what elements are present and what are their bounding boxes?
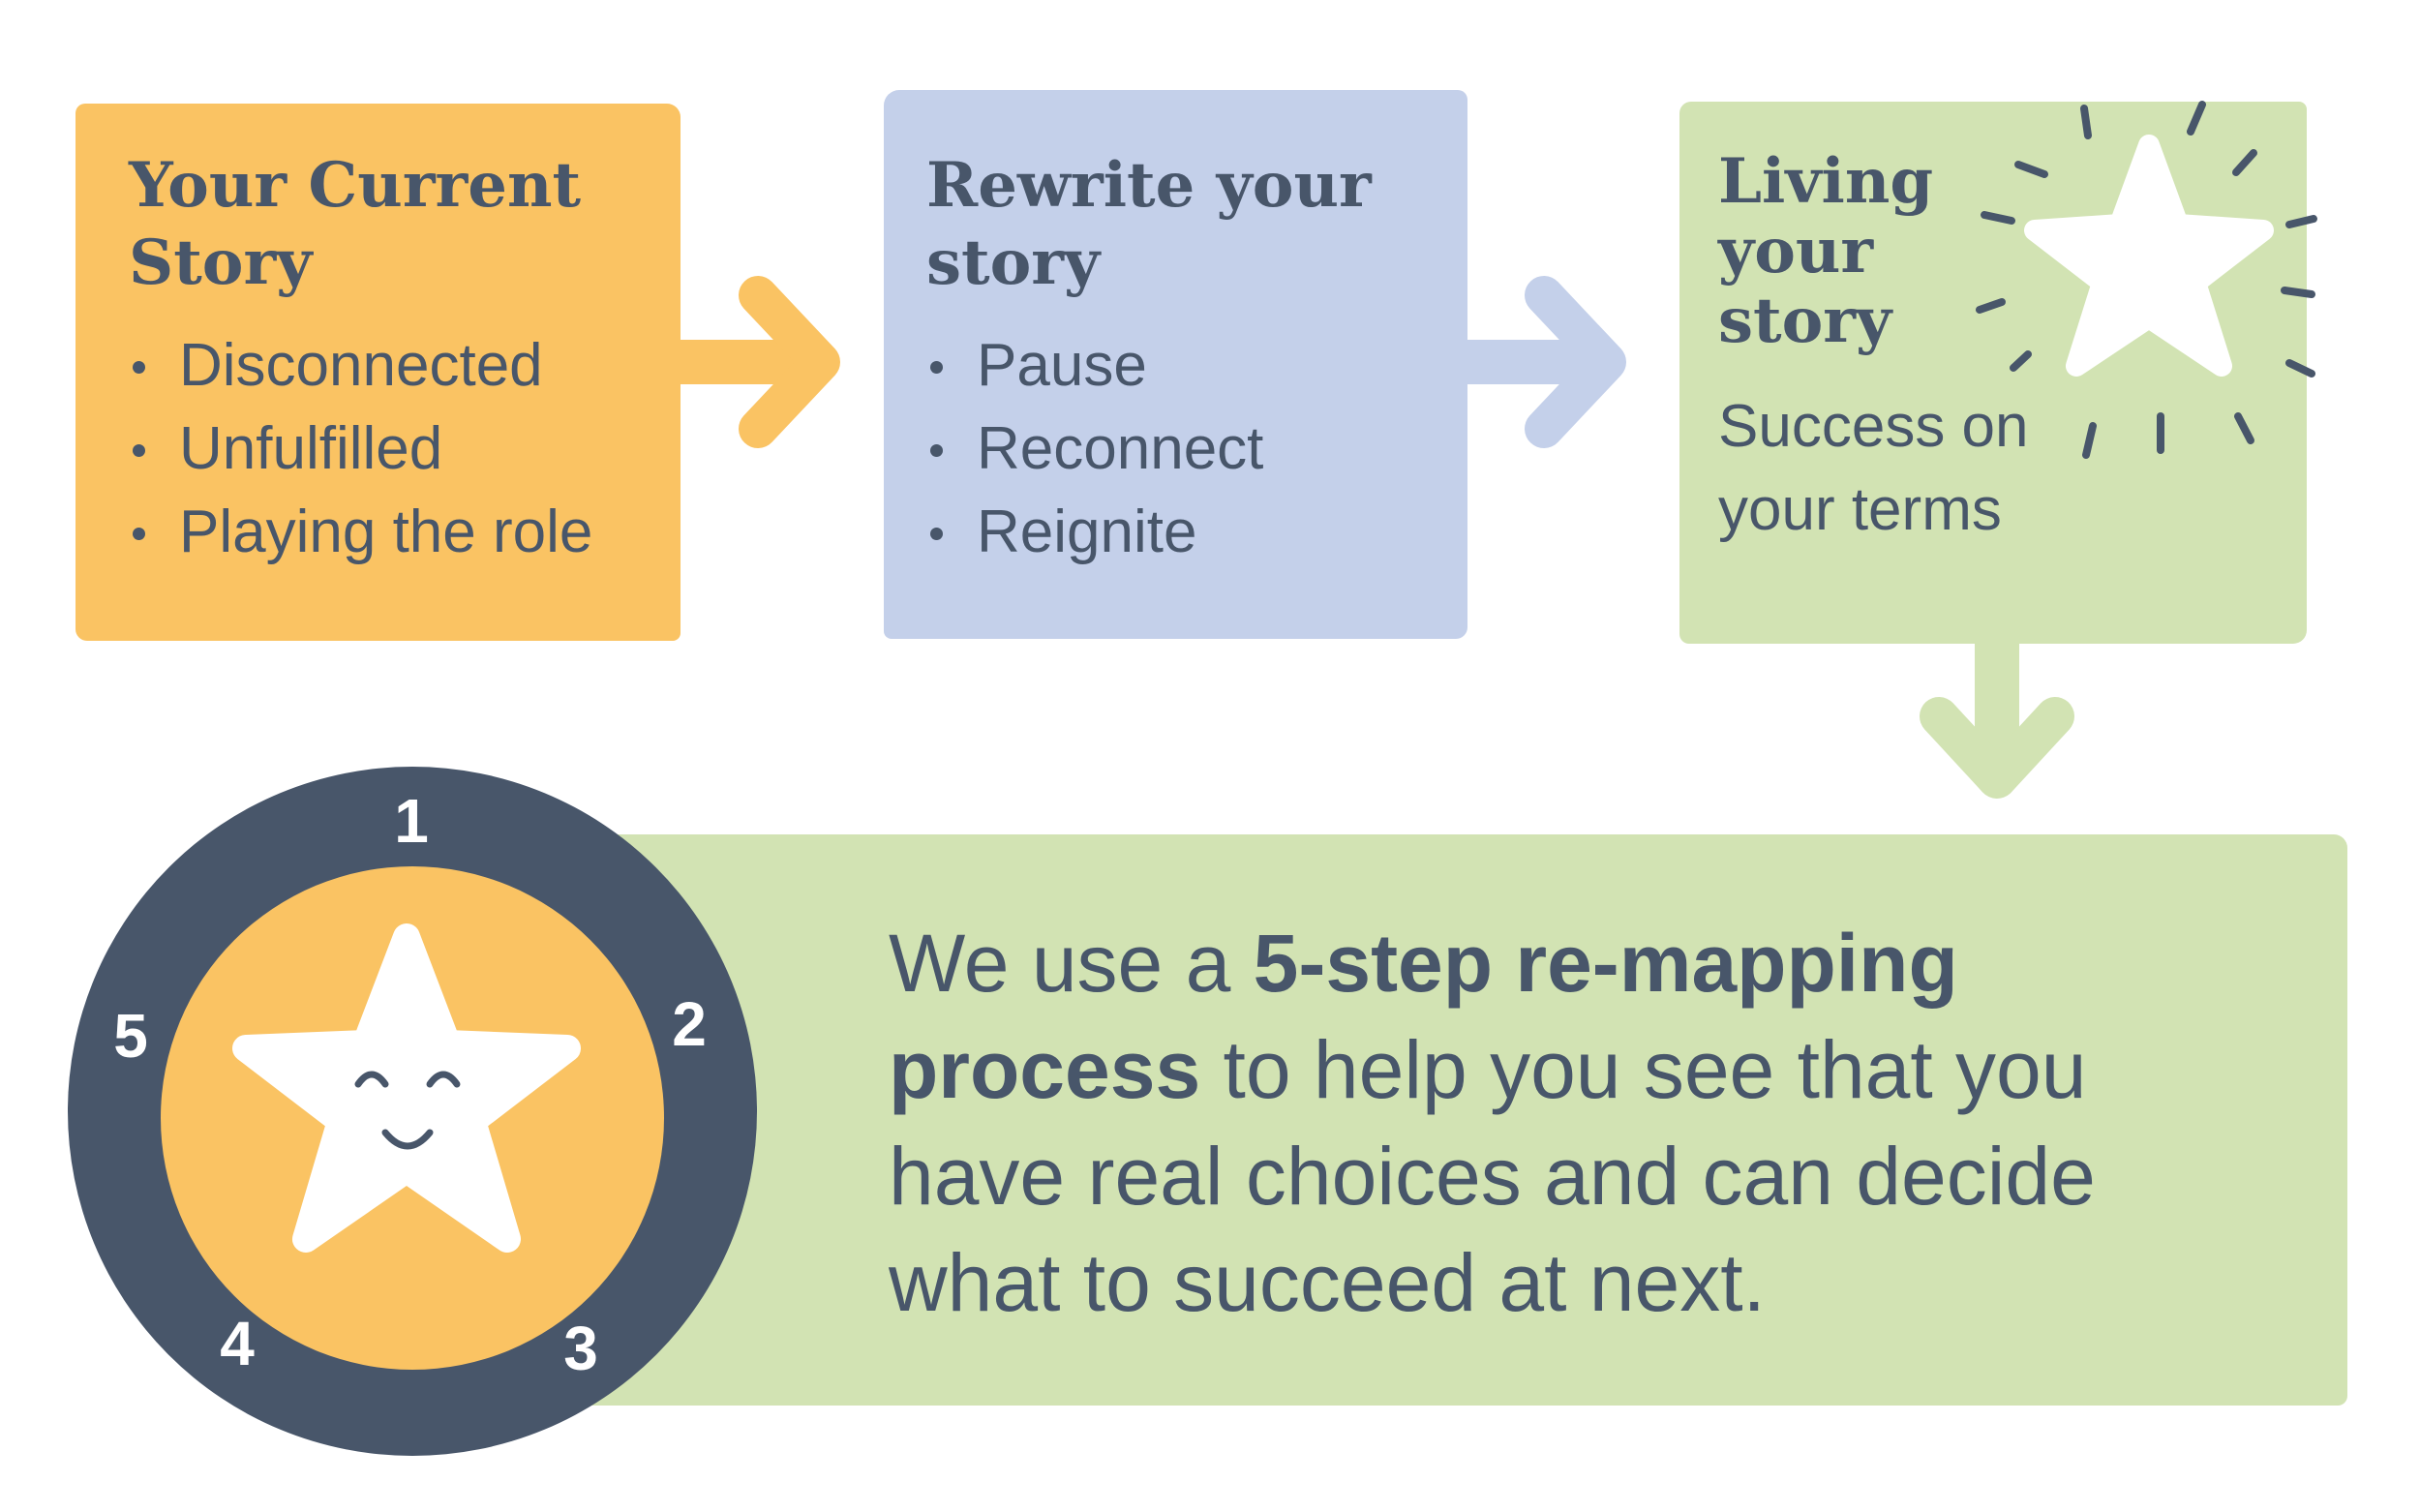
process-text-start: We use a (889, 918, 1254, 1009)
living-story-title-line2: your (1718, 215, 1874, 287)
step-number-3: 3 (563, 1314, 598, 1383)
list-item: Reconnect (926, 408, 1263, 491)
arrow-right-icon (1464, 276, 1626, 448)
living-story-box (1679, 102, 2307, 644)
current-story-title-line2: Story (129, 227, 313, 299)
process-text-end: to help you see that you have real choic… (889, 1024, 2096, 1328)
list-item: Pause (926, 324, 1263, 408)
current-story-list: Disconnected Unfulfilled Playing the rol… (129, 324, 592, 574)
process-banner (566, 834, 2347, 1406)
living-story-subtitle: Success on your terms (1718, 385, 2029, 552)
current-story-box (76, 104, 681, 641)
current-story-title-line1: Your Current (129, 149, 582, 222)
rewrite-story-title-line1: Rewrite your (926, 149, 1372, 222)
smiling-star-icon (232, 923, 581, 1253)
process-text-bold: 5-step re-mapping process (889, 918, 1958, 1115)
process-description: We use a 5-step re-mapping process to he… (889, 910, 2147, 1336)
living-story-title-line1: Living (1718, 145, 1934, 218)
five-step-wheel: 1 2 3 4 5 (68, 767, 757, 1456)
step-number-2: 2 (672, 989, 707, 1059)
step-number-4: 4 (220, 1309, 255, 1378)
list-item: Reignite (926, 491, 1263, 574)
rewrite-story-list: Pause Reconnect Reignite (926, 324, 1263, 574)
list-item: Disconnected (129, 324, 592, 408)
sparkling-star-icon (1976, 101, 2317, 459)
living-story-subtitle-line2: your terms (1718, 476, 2002, 543)
step-number-5: 5 (113, 1001, 148, 1071)
current-story-title: Your Current Story (129, 147, 581, 302)
list-item: Playing the role (129, 491, 592, 574)
rewrite-story-box (884, 90, 1467, 639)
living-story-subtitle-line1: Success on (1718, 393, 2029, 460)
rewrite-story-title: Rewrite your story (926, 147, 1372, 302)
living-story-title: Living your story (1718, 147, 1933, 356)
arrow-down-icon (1920, 639, 2074, 799)
living-story-title-line3: story (1718, 285, 1892, 357)
step-number-1: 1 (394, 786, 429, 856)
list-item: Unfulfilled (129, 408, 592, 491)
arrow-right-icon (678, 276, 840, 448)
rewrite-story-title-line2: story (926, 227, 1101, 299)
